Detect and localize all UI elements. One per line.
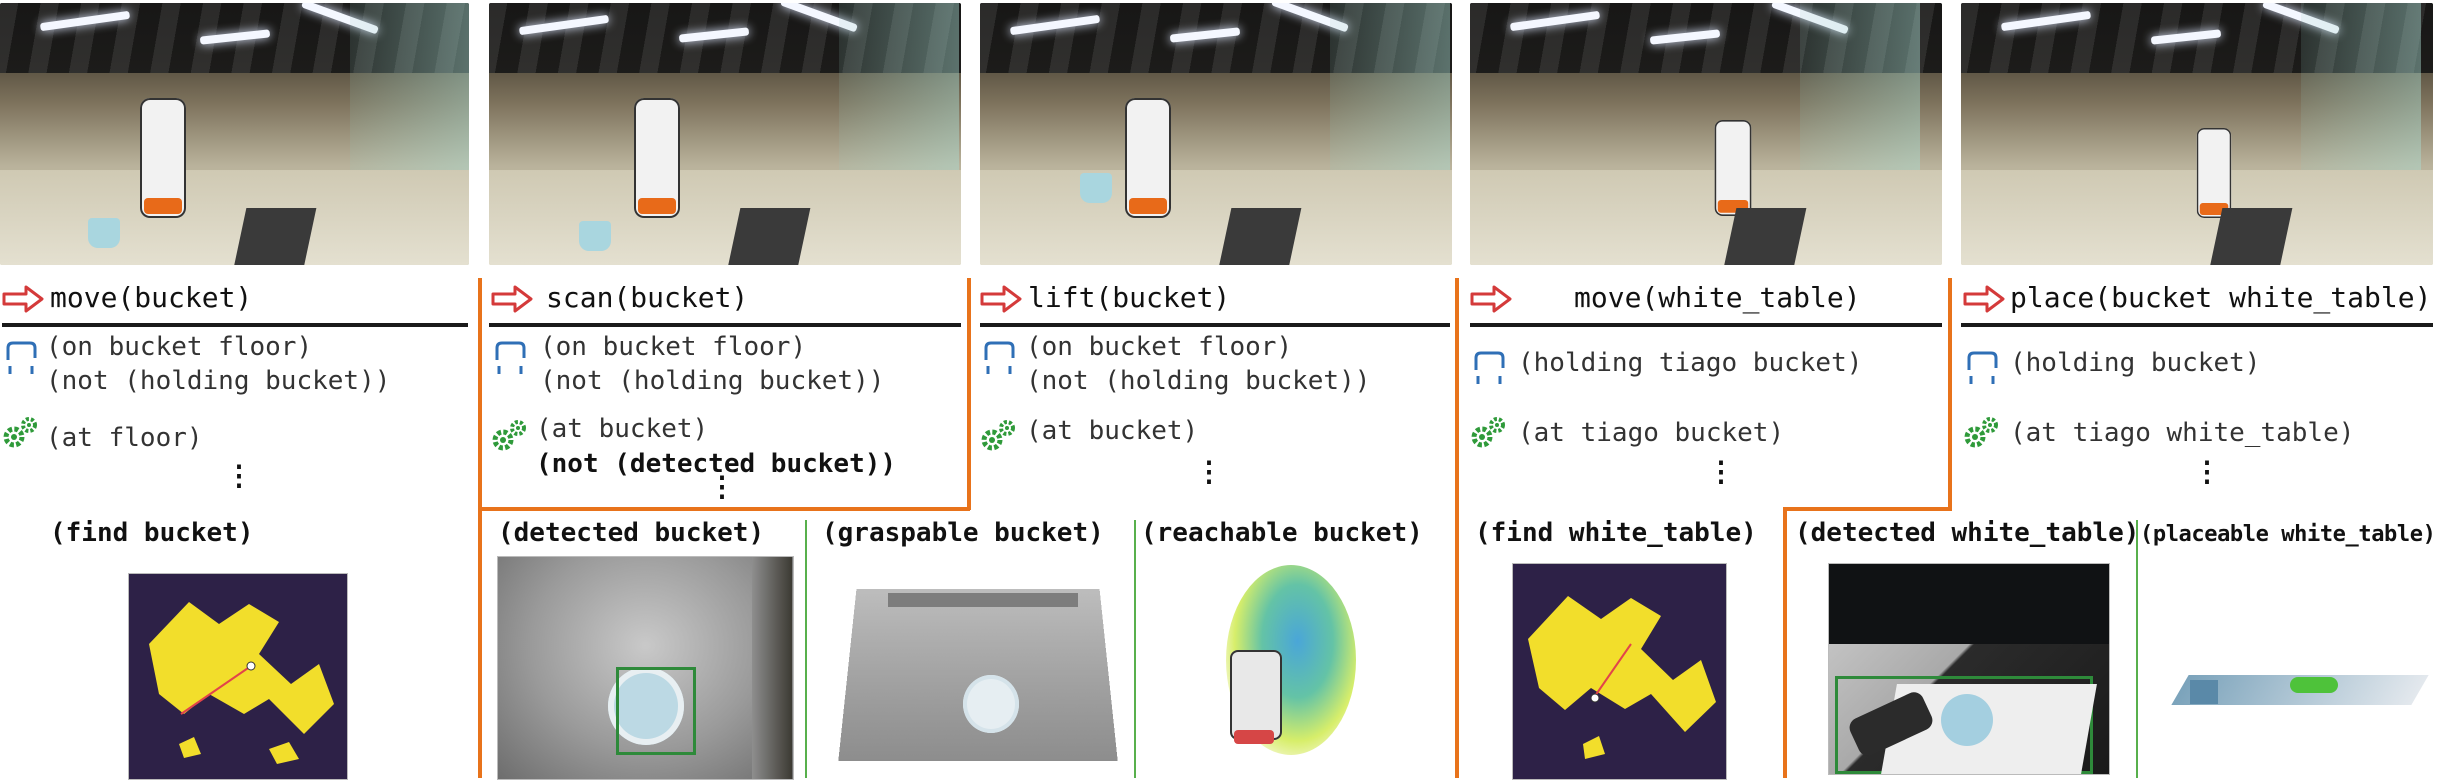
action-rule [489, 323, 961, 327]
scene-photo-5 [1961, 3, 2433, 265]
precondition: (holding bucket) [2010, 348, 2261, 378]
scene-photo-3 [980, 3, 1452, 265]
effect: (at tiago white_table) [2010, 418, 2355, 448]
vertical-ellipsis-icon: ⋮ [1195, 455, 1223, 488]
action-label: move(white_table) [1574, 281, 1861, 314]
sensing-label: (find white_table) [1475, 518, 1757, 548]
action-rule [980, 323, 1450, 327]
precondition: (not (holding bucket)) [1026, 366, 1371, 396]
action-label: scan(bucket) [546, 281, 749, 314]
precondition: (not (holding bucket)) [540, 366, 885, 396]
action-label: lift(bucket) [1028, 281, 1231, 314]
effect: (at bucket) [1026, 416, 1199, 446]
frame-line [478, 278, 482, 778]
effect: (at floor) [46, 423, 203, 453]
precondition: (on bucket floor) [540, 332, 807, 362]
right-arrow-icon [2, 285, 44, 313]
loop-icon [1967, 351, 1998, 384]
sensing-label: (find bucket) [50, 518, 254, 548]
scene-photo-1 [0, 3, 469, 265]
scene-photo-2 [489, 3, 961, 265]
sensing-label: (graspable bucket) [822, 518, 1104, 548]
occupancy-map [1512, 563, 1727, 780]
loop-icon [1474, 351, 1505, 384]
pointcloud-bucket [838, 573, 1128, 773]
frame-line [967, 278, 971, 510]
frame-line [1948, 278, 1952, 510]
action-rule [1470, 323, 1942, 327]
precondition: (holding tiago bucket) [1518, 348, 1863, 378]
frame-line [1455, 278, 1459, 778]
vertical-ellipsis-icon: ⋮ [1707, 455, 1735, 488]
divider-line [2136, 520, 2138, 778]
frame-line [1783, 507, 1787, 778]
loop-icon [984, 341, 1015, 374]
action-label: move(bucket) [50, 281, 253, 314]
right-arrow-icon [1470, 285, 1512, 313]
action-rule [1961, 323, 2433, 327]
effect: (at bucket) [536, 414, 709, 444]
camera-view-bucket [497, 556, 794, 780]
gears-icon [1471, 417, 1505, 448]
vertical-ellipsis-icon: ⋮ [708, 470, 736, 503]
gears-icon [3, 417, 37, 448]
gears-icon [1964, 417, 1998, 448]
right-arrow-icon [980, 285, 1022, 313]
right-arrow-icon [491, 285, 533, 313]
sensing-label: (detected bucket) [498, 518, 765, 548]
sensing-label: (reachable bucket) [1141, 518, 1423, 548]
loop-icon [495, 341, 526, 374]
sensing-label: (detected white_table) [1795, 518, 2140, 548]
vertical-ellipsis-icon: ⋮ [2193, 455, 2221, 488]
action-label: place(bucket white_table) [2010, 281, 2432, 314]
pointcloud-table [2160, 585, 2440, 735]
frame-line [1783, 507, 1952, 511]
vertical-ellipsis-icon: ⋮ [225, 459, 253, 492]
loop-icon [6, 341, 37, 374]
action-rule [2, 323, 468, 327]
occupancy-map [128, 573, 348, 780]
scene-photo-4 [1470, 3, 1942, 265]
frame-line [480, 507, 970, 511]
effect: (at tiago bucket) [1518, 418, 1785, 448]
sensing-label: (placeable white_table) [2140, 522, 2436, 547]
right-arrow-icon [1963, 285, 2005, 313]
effect-highlighted: (not (detected bucket)) [536, 449, 897, 479]
camera-view-table [1828, 563, 2110, 775]
divider-line [1134, 520, 1136, 778]
precondition: (on bucket floor) [46, 332, 313, 362]
precondition: (not (holding bucket)) [46, 366, 391, 396]
precondition: (on bucket floor) [1026, 332, 1293, 362]
reachability-map [1200, 555, 1370, 778]
gears-icon [981, 420, 1015, 451]
gears-icon [492, 420, 526, 451]
divider-line [805, 520, 807, 778]
